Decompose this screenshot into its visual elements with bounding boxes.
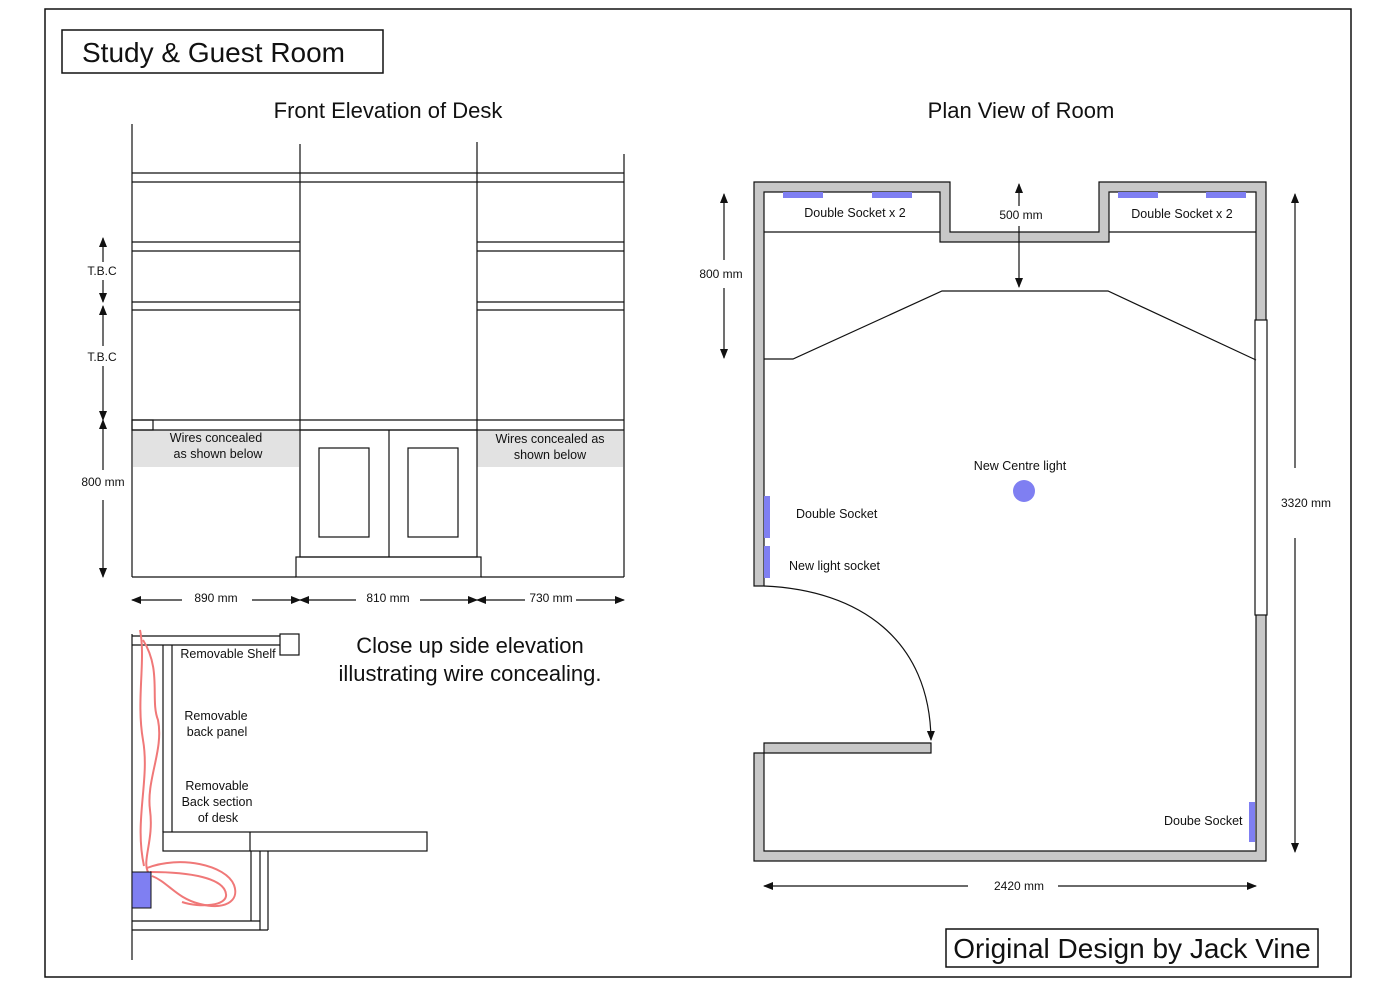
side-socket [131,871,152,909]
removable-panel-label-line1: Removable [184,709,247,723]
socket-top-left-label: Double Socket x 2 [804,206,905,220]
desk-top-section [162,831,428,852]
dim-tbc-lower: T.B.C [87,350,117,364]
centre-light-label: New Centre light [974,459,1067,473]
centre-light-icon [1013,480,1035,502]
cabinet-door-left [318,447,370,538]
door-swing [763,585,935,741]
dim-desk-height: 800 mm [81,475,124,489]
front-elevation-heading: Front Elevation of Desk [274,98,504,123]
dim-recess: 500 mm [999,208,1042,222]
socket-left-double [764,496,770,538]
socket-bottom-right [1249,802,1255,842]
removable-back-label-line1: Removable [185,779,248,793]
removable-shelf-end [279,633,300,656]
left-wire-note-line1: Wires concealed [170,431,262,445]
concealed-wires [139,629,237,907]
removable-back-label-line2: Back section [182,795,253,809]
removable-back-label-line3: of desk [198,811,239,825]
right-wire-note-line1: Wires concealed as [495,432,604,446]
title-box: Study & Guest Room [61,29,384,74]
plan-view: Plan View of Room [699,98,1331,893]
page-title: Study & Guest Room [82,37,345,68]
cabinet-door-right [407,447,459,538]
left-wire-band [133,430,299,467]
removable-panel-label-line2: back panel [187,725,247,739]
right-wire-note-line2: shown below [514,448,587,462]
cabinet-plinth [295,556,482,578]
desk-outline [764,290,1257,361]
dim-left-width: 890 mm [194,591,237,605]
credit-text: Original Design by Jack Vine [953,933,1310,964]
side-elevation-heading-line2: illustrating wire concealing. [339,661,602,686]
front-elevation: Front Elevation of Desk [81,98,625,605]
dim-room-length: 3320 mm [1281,496,1331,510]
room-walls [753,181,1267,862]
side-elevation: Close up side elevation illustrating wir… [131,629,602,960]
socket-top-left-a [783,192,823,198]
dim-room-width: 2420 mm [994,879,1044,893]
bottom-socket-label: Doube Socket [1164,814,1243,828]
double-socket-label: Double Socket [796,507,878,521]
dim-desk-depth: 800 mm [699,267,742,281]
socket-top-right-a [1118,192,1158,198]
left-wire-note-line2: as shown below [174,447,264,461]
side-elevation-heading-line1: Close up side elevation [356,633,583,658]
socket-top-left-b [872,192,912,198]
removable-shelf-label: Removable Shelf [180,647,276,661]
socket-top-right-label: Double Socket x 2 [1131,207,1232,221]
dim-mid-width: 810 mm [366,591,409,605]
socket-top-right-b [1206,192,1246,198]
dim-right-width: 730 mm [529,591,572,605]
right-wire-band [477,430,623,467]
socket-left-light [764,546,770,578]
light-socket-label: New light socket [789,559,881,573]
window-right-wall [1254,319,1268,616]
credit-box: Original Design by Jack Vine [945,928,1319,968]
dim-tbc-upper: T.B.C [87,264,117,278]
plan-view-heading: Plan View of Room [928,98,1115,123]
drawing-border [44,8,1352,978]
